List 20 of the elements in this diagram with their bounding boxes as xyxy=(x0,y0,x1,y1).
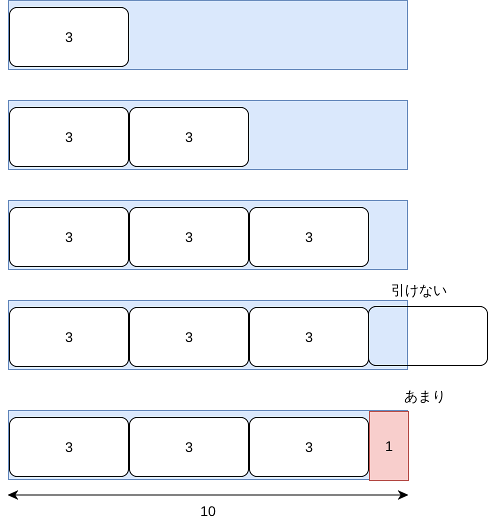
number-block: 3 xyxy=(9,107,129,167)
number-block: 3 xyxy=(249,207,369,267)
number-block: 3 xyxy=(9,307,129,367)
length-bar xyxy=(8,200,408,270)
length-bar xyxy=(8,300,408,370)
dimension-label: 10 xyxy=(200,503,216,519)
note-label: 引けない xyxy=(391,282,447,298)
length-bar xyxy=(8,100,408,170)
length-bar xyxy=(8,0,408,70)
number-block: 3 xyxy=(129,307,249,367)
note-label: あまり xyxy=(404,388,446,404)
number-block: 3 xyxy=(129,107,249,167)
number-block: 3 xyxy=(249,307,369,367)
number-block: 3 xyxy=(9,207,129,267)
number-block: 3 xyxy=(129,417,249,477)
number-block: 3 xyxy=(9,7,129,67)
number-block: 3 xyxy=(9,417,129,477)
number-block: 3 xyxy=(129,207,249,267)
number-block: 3 xyxy=(249,417,369,477)
number-label: 1 xyxy=(385,438,393,454)
